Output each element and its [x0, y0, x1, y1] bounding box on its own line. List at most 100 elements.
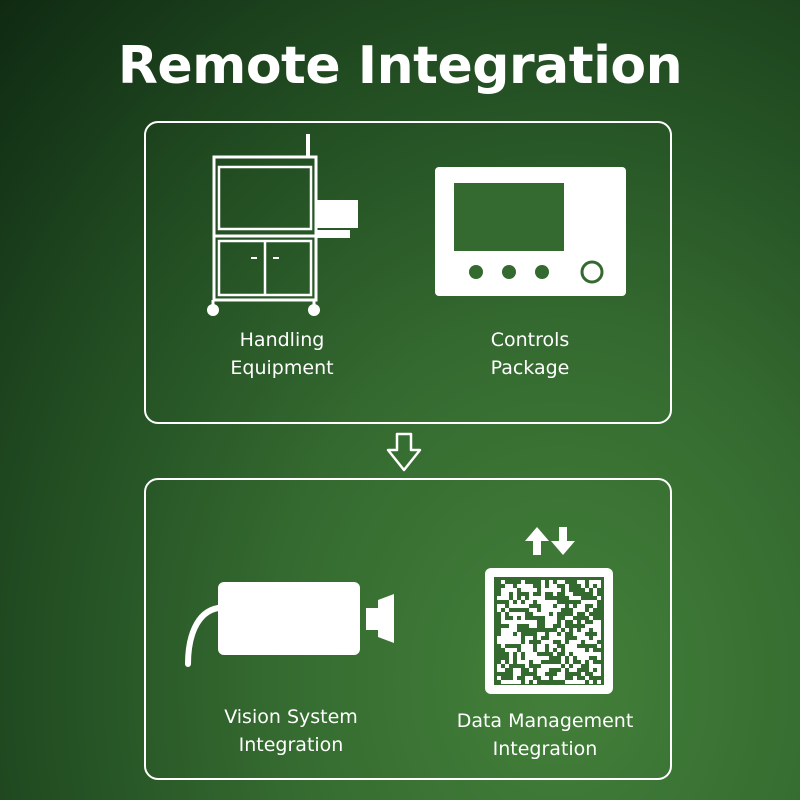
- qr-module: [577, 664, 581, 668]
- label-line-1: Data Management: [456, 710, 634, 732]
- qr-module: [557, 580, 561, 584]
- qr-module: [541, 612, 545, 616]
- qr-module: [517, 652, 521, 656]
- arrow-down-outline-icon: [386, 432, 422, 472]
- qr-module: [581, 672, 585, 676]
- qr-module: [521, 660, 525, 664]
- qr-module: [505, 640, 509, 644]
- qr-module: [597, 636, 601, 640]
- qr-module: [525, 584, 529, 588]
- qr-module: [553, 592, 557, 596]
- qr-module: [509, 648, 513, 652]
- qr-module: [501, 604, 505, 608]
- qr-module: [549, 588, 553, 592]
- qr-module: [541, 588, 545, 592]
- qr-module: [501, 680, 505, 684]
- qr-module: [537, 648, 541, 652]
- qr-module: [541, 604, 545, 608]
- qr-module: [597, 596, 601, 600]
- handling-equipment-label: Handling Equipment: [202, 326, 362, 382]
- qr-module: [505, 596, 509, 600]
- qr-module: [581, 632, 585, 636]
- qr-module: [549, 580, 553, 584]
- qr-module: [581, 620, 585, 624]
- qr-module: [581, 584, 585, 588]
- qr-module: [573, 648, 577, 652]
- qr-module: [545, 624, 549, 628]
- qr-module: [541, 584, 545, 588]
- label-line-2: Package: [490, 357, 570, 379]
- qr-module: [517, 620, 521, 624]
- qr-module: [589, 580, 593, 584]
- qr-module: [585, 612, 589, 616]
- qr-module: [541, 608, 545, 612]
- qr-module: [533, 620, 537, 624]
- qr-module: [513, 668, 517, 672]
- qr-module: [517, 672, 521, 676]
- qr-module: [549, 640, 553, 644]
- qr-module: [537, 600, 541, 604]
- qr-module: [597, 672, 601, 676]
- qr-module: [577, 632, 581, 636]
- qr-module: [593, 600, 597, 604]
- qr-module: [573, 664, 577, 668]
- qr-module: [497, 676, 501, 680]
- qr-module: [541, 648, 545, 652]
- qr-module: [569, 648, 573, 652]
- qr-module: [545, 640, 549, 644]
- qr-module: [569, 660, 573, 664]
- qr-module: [497, 668, 501, 672]
- qr-module: [513, 612, 517, 616]
- qr-module: [521, 612, 525, 616]
- qr-module: [597, 580, 601, 584]
- qr-module: [541, 668, 545, 672]
- qr-module: [597, 652, 601, 656]
- qr-module: [573, 620, 577, 624]
- qr-module: [541, 672, 545, 676]
- qr-module: [557, 672, 561, 676]
- qr-module: [509, 600, 513, 604]
- qr-module: [585, 656, 589, 660]
- qr-module: [501, 620, 505, 624]
- qr-module: [501, 596, 505, 600]
- qr-module: [557, 628, 561, 632]
- qr-module: [525, 604, 529, 608]
- qr-module: [545, 600, 549, 604]
- qr-module: [569, 640, 573, 644]
- qr-module: [529, 592, 533, 596]
- qr-module: [537, 596, 541, 600]
- qr-module: [585, 652, 589, 656]
- qr-module: [589, 680, 593, 684]
- qr-module: [529, 644, 533, 648]
- qr-module: [597, 644, 601, 648]
- qr-module: [497, 608, 501, 612]
- qr-module: [565, 588, 569, 592]
- qr-module: [501, 580, 505, 584]
- qr-module: [505, 608, 509, 612]
- qr-module: [505, 620, 509, 624]
- qr-module: [501, 592, 505, 596]
- qr-module: [537, 612, 541, 616]
- qr-module: [501, 632, 505, 636]
- qr-module: [525, 640, 529, 644]
- qr-module: [533, 612, 537, 616]
- qr-module: [533, 680, 537, 684]
- qr-module: [541, 632, 545, 636]
- qr-module: [529, 584, 533, 588]
- qr-module: [533, 624, 537, 628]
- qr-module: [517, 612, 521, 616]
- qr-module: [577, 680, 581, 684]
- qr-module: [597, 620, 601, 624]
- qr-module: [509, 640, 513, 644]
- qr-code-icon: [485, 568, 613, 694]
- qr-module: [561, 672, 565, 676]
- qr-module: [553, 636, 557, 640]
- qr-module: [589, 648, 593, 652]
- qr-module: [537, 644, 541, 648]
- qr-module: [565, 648, 569, 652]
- qr-module: [517, 656, 521, 660]
- handling-machine-icon: [207, 134, 358, 316]
- qr-module: [581, 636, 585, 640]
- qr-module: [577, 608, 581, 612]
